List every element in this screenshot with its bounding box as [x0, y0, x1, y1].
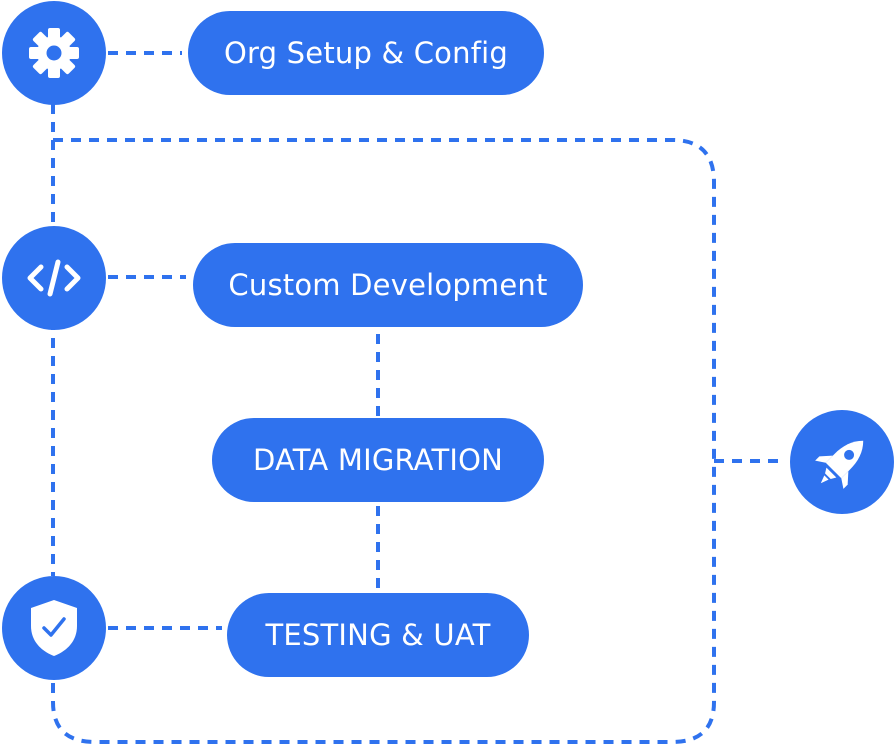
custom-dev-circle	[2, 226, 106, 330]
org-setup-pill: Org Setup & Config	[188, 11, 544, 95]
testing-circle	[2, 576, 106, 680]
org-setup-label: Org Setup & Config	[224, 36, 508, 70]
launch-circle	[790, 410, 894, 514]
custom-dev-label: Custom Development	[228, 268, 548, 302]
org-setup-circle	[2, 1, 106, 105]
custom-dev-pill: Custom Development	[193, 243, 583, 327]
data-migration-label: DATA MIGRATION	[252, 443, 504, 477]
testing-pill: TESTING & UAT	[227, 593, 529, 677]
shield-check-icon	[31, 600, 77, 656]
data-migration-pill: DATA MIGRATION	[212, 418, 544, 502]
rocket-icon	[815, 440, 864, 489]
frame-border	[51, 138, 716, 744]
testing-label: TESTING & UAT	[265, 618, 491, 652]
gear-icon	[29, 28, 79, 78]
code-icon	[27, 259, 81, 297]
